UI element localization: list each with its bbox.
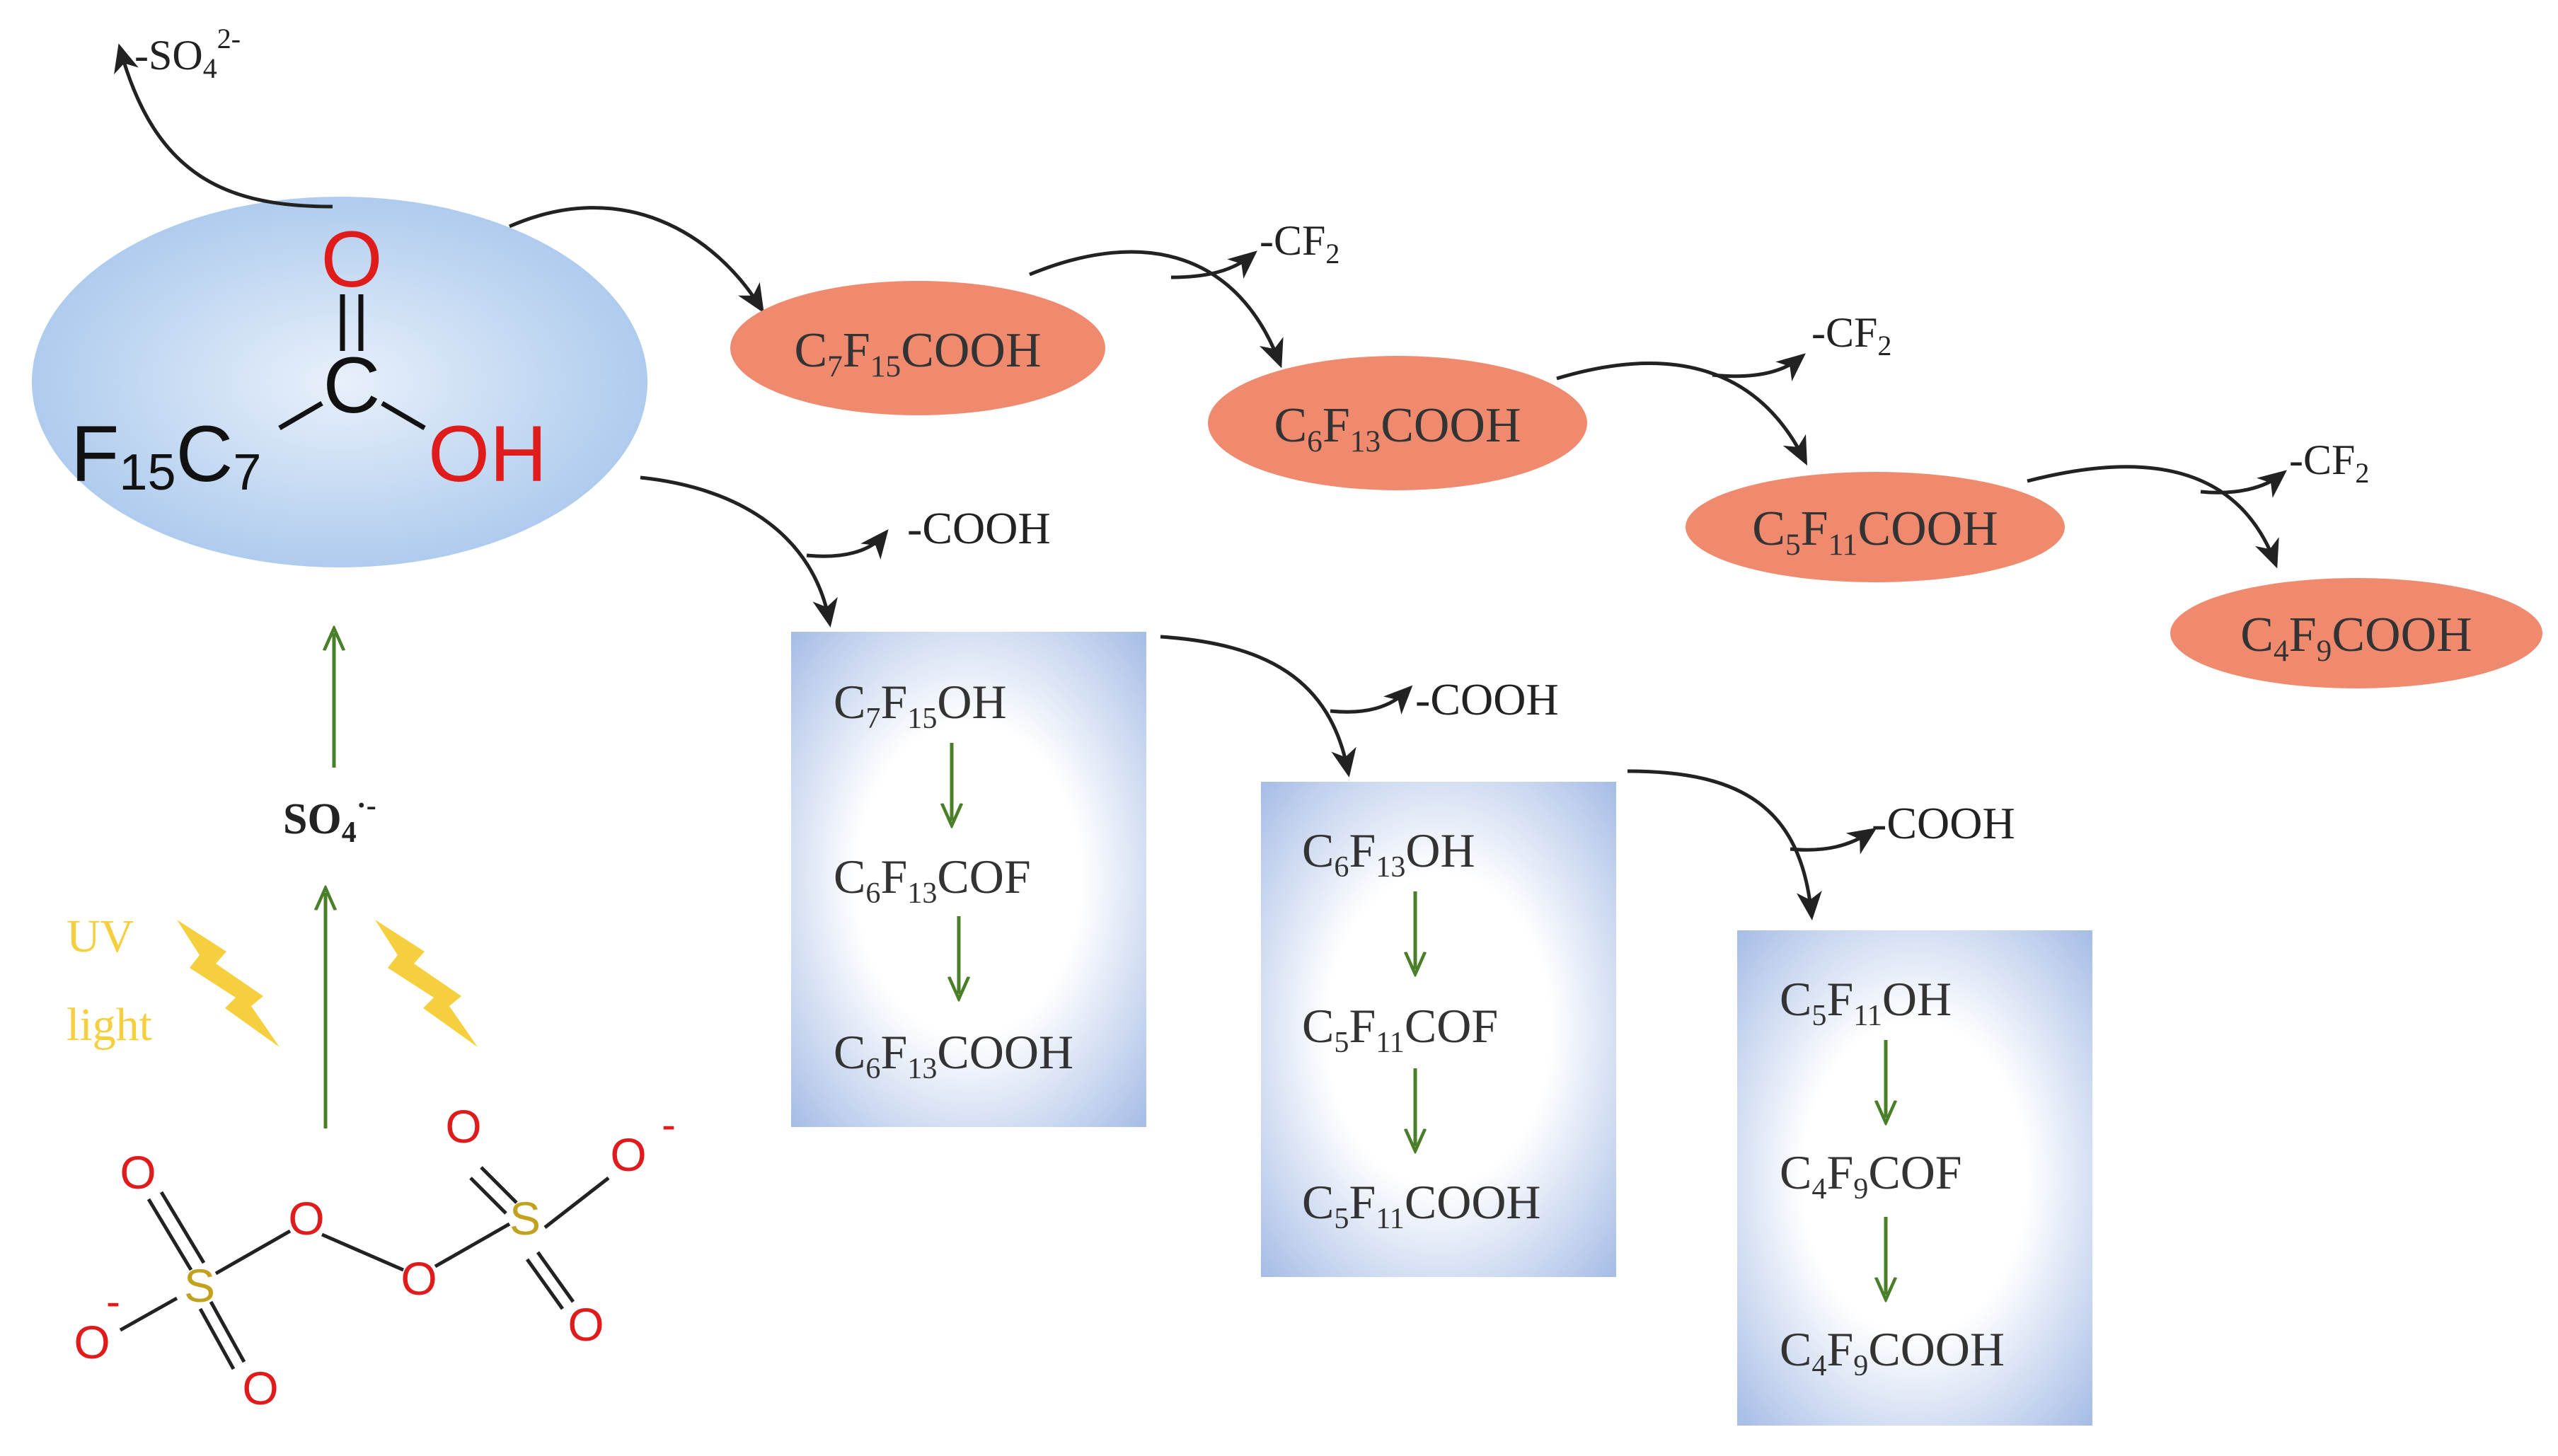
cf2-loss-label-2: -CF2 (1811, 309, 1891, 362)
pfoa-carbonyl-oxygen: O (321, 215, 382, 304)
box3-item-3: C4F9COOH (1780, 1322, 2005, 1382)
cf2-loss-label-3: -CF2 (2289, 437, 2369, 489)
oxygen-atom: O (610, 1128, 646, 1181)
uv-light: UV light (67, 911, 478, 1051)
pfoa-ellipse (32, 197, 647, 567)
cooh-loss-label-2: -COOH (1415, 674, 1559, 724)
chain-shortening-pathway: C7F15COOH -CF2 C6F13COOH -CF2 C5F11COOH … (508, 206, 2542, 688)
product-ellipse-c4 (2170, 578, 2542, 688)
cooh-loss-arrow-1 (806, 528, 889, 560)
cooh-loss-arrow-2 (1330, 685, 1413, 715)
bond (469, 1177, 507, 1215)
bond (480, 1166, 518, 1204)
bond (209, 1300, 246, 1363)
cf2-loss-arrow-2 (1712, 353, 1806, 381)
product-label-c4: C4F9COOH (2240, 608, 2472, 668)
box1-item-1: C7F15OH (834, 675, 1007, 735)
oxygen-atom: O (288, 1192, 324, 1244)
bond (321, 1232, 404, 1272)
bond (214, 1229, 292, 1276)
uv-label-line2: light (67, 999, 152, 1051)
oxygen-atom: O (120, 1146, 156, 1198)
oxygen-atom: O (401, 1252, 437, 1305)
box1-item-3: C6F13COOH (834, 1025, 1073, 1085)
cf2-loss-arrow-3 (2200, 470, 2288, 498)
pfoa-molecule: O C OH F15C7 (32, 197, 647, 567)
product-ellipse-c7 (730, 281, 1105, 415)
c7-to-c6-arrow (1029, 250, 1284, 369)
product-label-c6: C6F13COOH (1274, 398, 1521, 458)
oxygen-atom: O (242, 1362, 278, 1414)
pfoa-bond-c-oh (381, 400, 426, 431)
c6-to-c5-arrow (1556, 362, 1808, 466)
sulfur-atom: S (509, 1192, 541, 1244)
sulfate-loss-label: -SO42- (134, 23, 241, 84)
oxygen-atom: O (74, 1316, 110, 1368)
intermediate-box-3 (1737, 930, 2092, 1426)
cf2-loss-arrow-1 (1170, 250, 1257, 279)
sulfur-atom: S (184, 1259, 215, 1312)
bond (146, 1198, 193, 1271)
product-label-c7: C7F15COOH (794, 323, 1041, 383)
pfoa-hydroxyl: OH (428, 410, 547, 498)
uv-label-line1: UV (67, 911, 134, 962)
bond (159, 1191, 206, 1264)
intermediate-box-2 (1261, 782, 1616, 1277)
intermediate-box-1 (791, 632, 1146, 1127)
box2-item-2: C5F11COF (1302, 999, 1498, 1059)
bond (119, 1296, 178, 1332)
negative-charge: - (662, 1101, 676, 1148)
bond (198, 1307, 236, 1370)
lightning-bolt-icon (177, 920, 280, 1047)
cooh-loss-label-1: -COOH (907, 503, 1051, 553)
pfoa-to-c7-arrow (508, 206, 764, 313)
box2-to-box3-arrow (1627, 769, 1822, 920)
lightning-bolt-icon (375, 920, 478, 1047)
box2-item-1: C6F13OH (1302, 824, 1475, 884)
product-ellipse-c6 (1208, 356, 1587, 490)
oxygen-atom: O (445, 1100, 481, 1152)
cooh-loss-label-3: -COOH (1872, 798, 2015, 848)
c5-to-c4-arrow (2027, 465, 2279, 569)
cf2-loss-label-1: -CF2 (1260, 217, 1340, 270)
box1-to-box2-arrow (1160, 635, 1356, 778)
pfoa-carbon: C (323, 341, 381, 429)
box3-item-2: C4F9COF (1780, 1145, 1962, 1206)
bond (543, 1177, 610, 1229)
pfoa-bond-c-chain (278, 400, 323, 431)
cooh-loss-arrow-3 (1790, 828, 1877, 855)
product-ellipse-c5 (1686, 472, 2065, 582)
pfoa-to-box1-arrow (640, 475, 838, 628)
bond (525, 1258, 565, 1310)
box3-item-1: C5F11OH (1780, 972, 1952, 1032)
pfoa-chain: F15C7 (71, 410, 261, 501)
product-label-c5: C5F11COOH (1752, 502, 1998, 562)
bond (536, 1251, 575, 1303)
bond (434, 1222, 511, 1269)
box1-item-2: C6F13COF (834, 850, 1031, 910)
oxygen-atom: O (568, 1298, 604, 1351)
box2-item-3: C5F11COOH (1302, 1175, 1541, 1235)
decarboxylation-pathway: -COOH C7F15OH C6F13COF C6F13COOH -COOH C… (640, 475, 2092, 1426)
sulfate-loss-arrow (114, 43, 333, 209)
negative-charge: - (106, 1278, 120, 1325)
persulfate-molecule: O S O O S O O O O O - - (74, 1100, 676, 1414)
sulfate-radical-label: SO4·- (283, 790, 376, 849)
